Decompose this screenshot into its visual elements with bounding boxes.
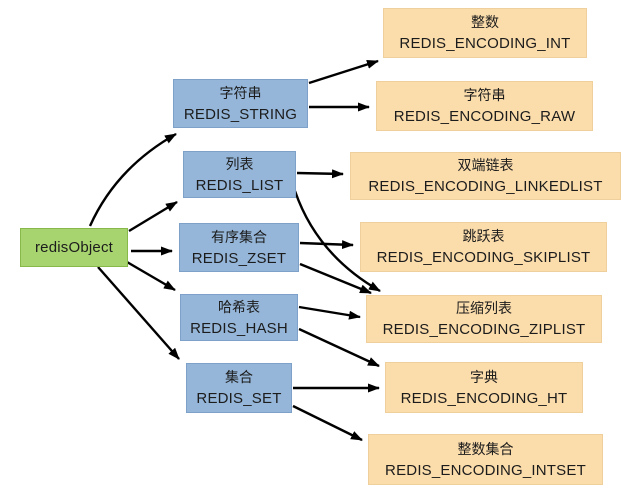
node-encoding-ziplist: 压缩列表 REDIS_ENCODING_ZIPLIST [366,295,602,343]
node-label-en: REDIS_ENCODING_INT [399,35,571,52]
arrow-redisobject-list [128,200,178,233]
arrow-set-intset [292,404,363,442]
node-label-en: REDIS_ENCODING_INTSET [385,461,586,479]
node-redisobject: redisObject [20,228,128,267]
node-label-en: REDIS_HASH [190,319,288,337]
node-encoding-linkedlist: 双端链表 REDIS_ENCODING_LINKEDLIST [350,152,621,200]
node-label-en: REDIS_ENCODING_RAW [393,108,576,125]
arrow-hash-ziplist [298,305,361,320]
node-redis-string: 字符串 REDIS_STRING [173,79,308,128]
arrow-zset-skiplist [299,240,354,250]
node-label: redisObject [34,238,114,256]
node-label-en: REDIS_ENCODING_HT [400,389,568,407]
node-label-cn: 双端链表 [457,157,514,173]
node-label-cn: 整数集合 [457,440,514,457]
arrow-zset-ziplist [299,262,372,295]
arrow-list-linkedlist [296,169,344,179]
node-label-cn: 哈希表 [218,298,260,315]
node-label-cn: 有序集合 [211,228,267,245]
node-label-en: REDIS_SET [196,390,282,407]
node-label-cn: 列表 [225,155,254,172]
node-redis-hash: 哈希表 REDIS_HASH [180,294,298,341]
node-label-en: REDIS_LIST [195,176,284,194]
node-label-cn: 整数 [471,14,499,30]
node-redis-set: 集合 REDIS_SET [186,363,292,413]
node-redis-list: 列表 REDIS_LIST [183,151,296,198]
node-redis-zset: 有序集合 REDIS_ZSET [179,223,299,272]
node-label-cn: 集合 [225,369,253,385]
node-label-en: REDIS_ENCODING_LINKEDLIST [368,178,603,195]
node-encoding-int: 整数 REDIS_ENCODING_INT [383,8,587,58]
node-label-cn: 字符串 [463,87,506,103]
node-encoding-ht: 字典 REDIS_ENCODING_HT [385,362,583,413]
arrow-redisobject-hash [126,260,176,292]
node-label-cn: 压缩列表 [456,300,512,316]
node-encoding-raw: 字符串 REDIS_ENCODING_RAW [376,81,593,131]
node-label-cn: 跳跃表 [462,228,505,244]
arrow-redisobject-set [97,266,180,360]
arrow-hash-ht [298,327,380,368]
arrow-string-int [308,59,379,85]
node-label-en: REDIS_ENCODING_SKIPLIST [376,249,591,266]
node-label-cn: 字典 [470,368,498,385]
node-label-en: REDIS_STRING [183,105,298,123]
node-encoding-skiplist: 跳跃表 REDIS_ENCODING_SKIPLIST [360,222,607,272]
node-label-en: REDIS_ZSET [191,249,287,267]
arrow-list-ziplist [293,190,381,293]
node-encoding-intset: 整数集合 REDIS_ENCODING_INTSET [368,434,603,485]
node-label-en: REDIS_ENCODING_ZIPLIST [382,321,586,338]
node-label-cn: 字符串 [219,84,262,101]
arrow-redisobject-string [88,132,177,227]
